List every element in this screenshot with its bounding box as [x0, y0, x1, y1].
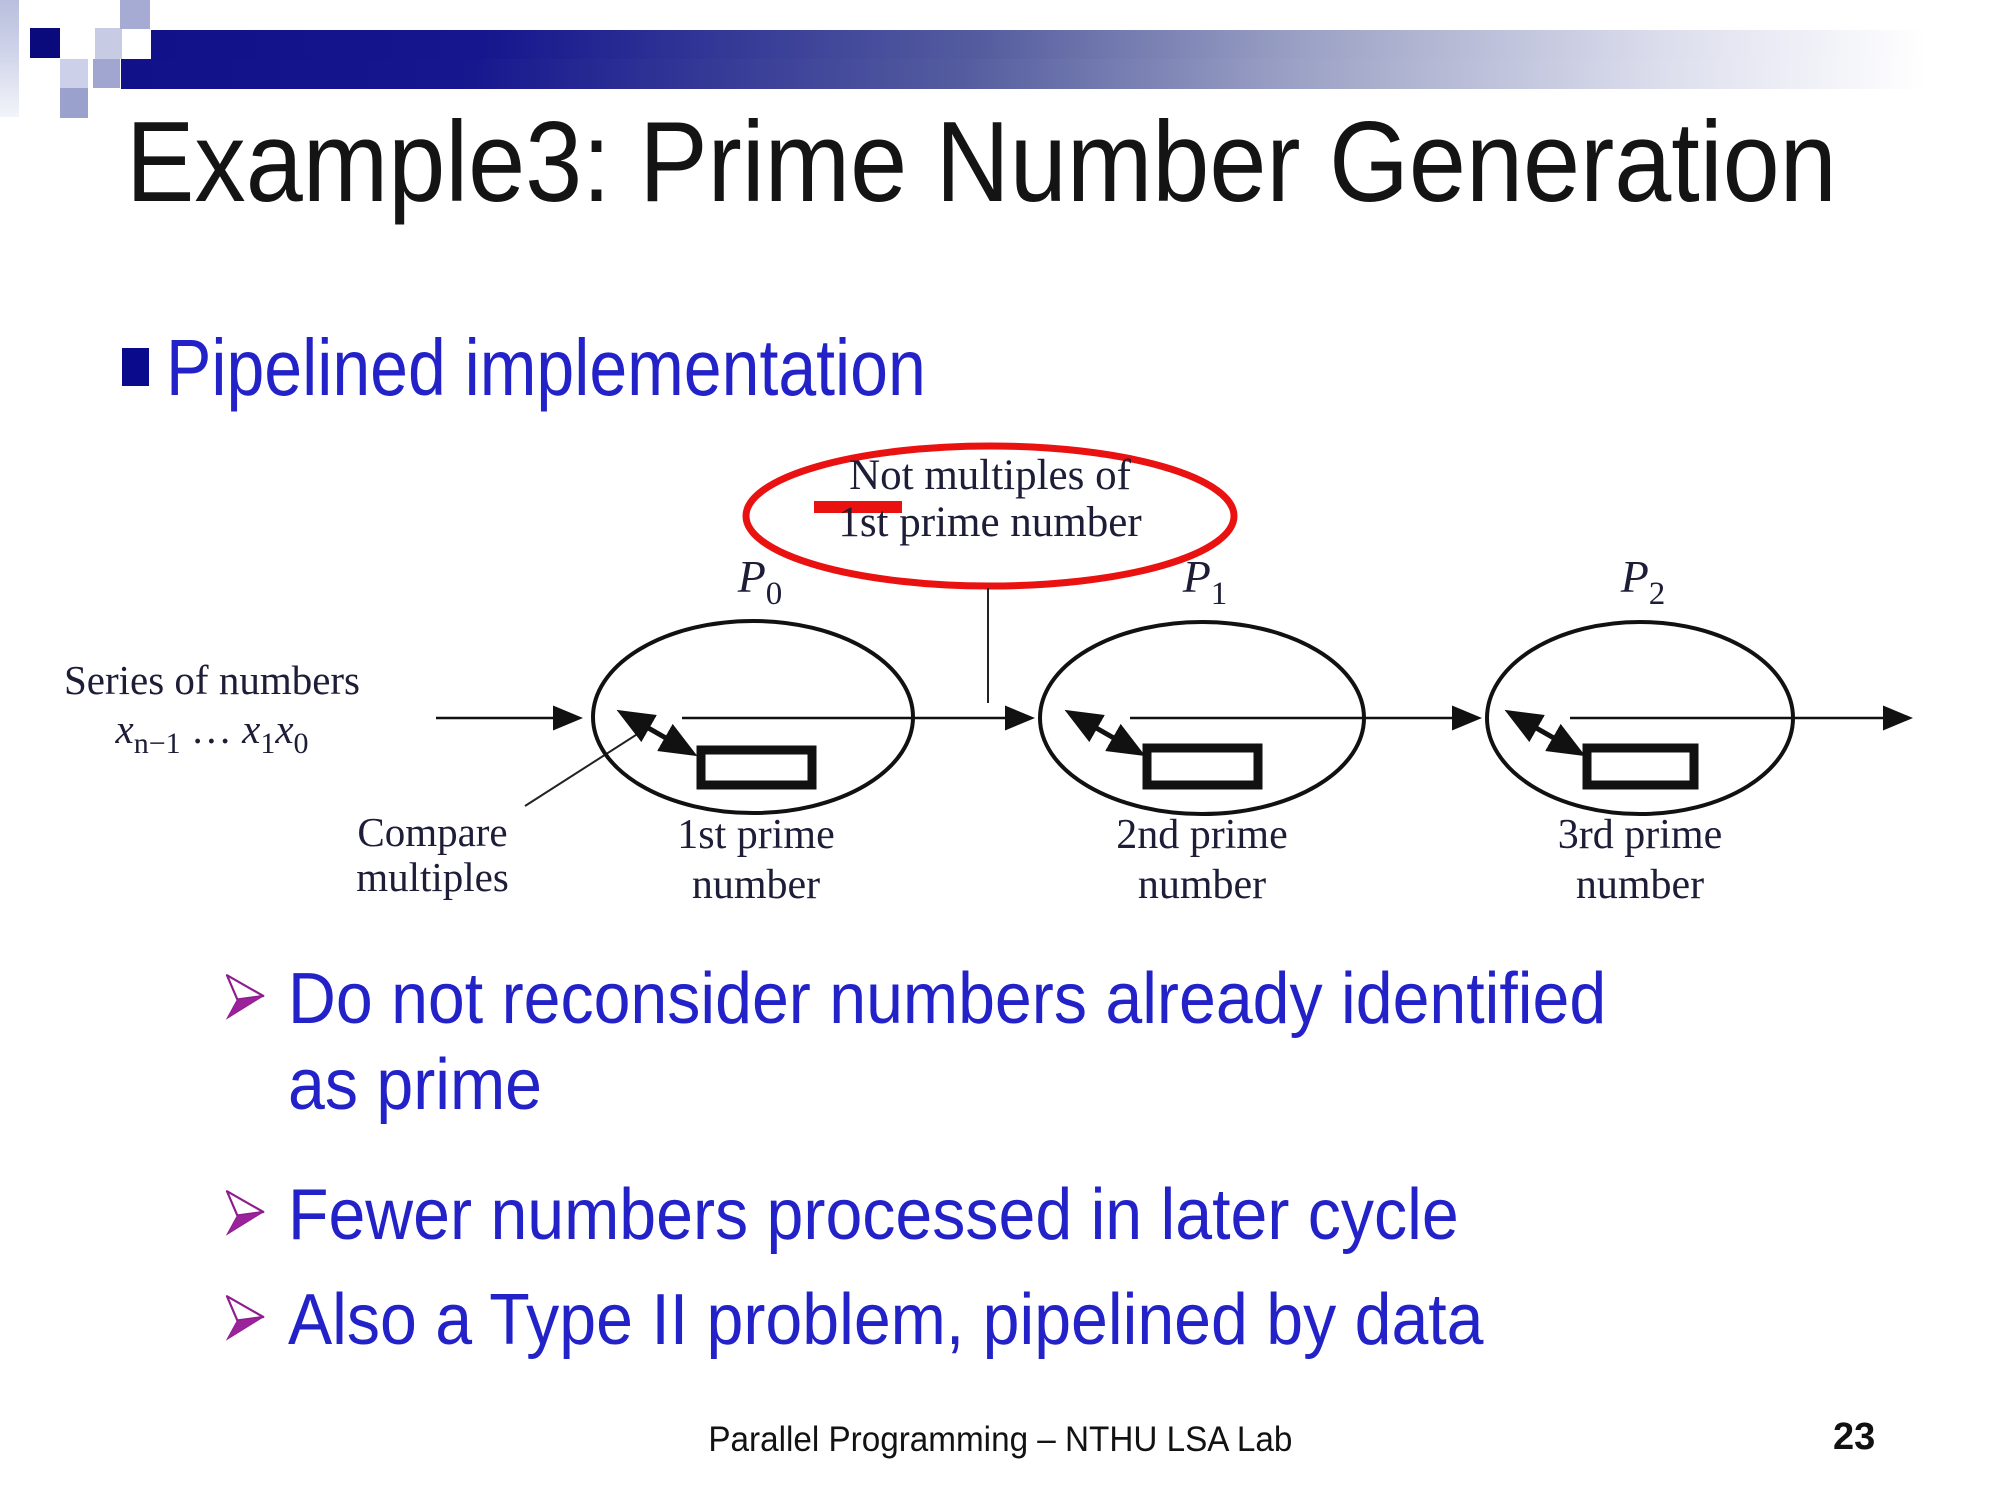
annotation-red-underline — [814, 501, 902, 513]
decor-square — [93, 59, 120, 88]
slide-title-text: Example3: Prime Number Generation — [126, 99, 1837, 226]
series-math: xn−1 … x1x0 — [115, 706, 309, 760]
square-bullet-icon — [122, 348, 149, 386]
stage-ellipse-p0 — [591, 619, 915, 815]
pipeline-diagram — [436, 442, 1913, 816]
stage-label-p0: P0 — [737, 551, 783, 612]
decor-square — [60, 59, 88, 88]
stage-ellipse-p2 — [1485, 620, 1795, 816]
sub-bullet-1: Do not reconsider numbers already identi… — [288, 959, 1607, 1125]
bullet-pipelined: Pipelined implementation — [166, 323, 926, 412]
annotation-red-ellipse — [742, 442, 1238, 590]
series-of-numbers-label: Series of numbers xn−1 … x1x0 — [36, 656, 388, 760]
decor-square — [30, 28, 60, 58]
arrow-bullet-icon — [225, 1295, 265, 1341]
compare-double-arrow-p2 — [1504, 709, 1586, 757]
stage-label-p2: P2 — [1620, 551, 1666, 612]
arrow-bullet-icon — [225, 974, 265, 1020]
compare-double-arrow-p1 — [1064, 709, 1146, 757]
decor-left-strip — [0, 0, 19, 117]
annotation-label: Not multiples of 1st prime number — [838, 452, 1142, 546]
stage-label-p1: P1 — [1182, 551, 1228, 612]
sub-bullet-2: Fewer numbers processed in later cycle — [288, 1175, 1459, 1255]
compare-double-arrow-p0 — [616, 709, 698, 757]
arrow-bullet-icon — [225, 1190, 265, 1236]
prime-register-p1 — [1142, 743, 1263, 790]
decor-square — [95, 28, 122, 59]
stage-ellipse-p1 — [1038, 620, 1366, 816]
compare-pointer-line — [524, 725, 651, 807]
decor-gradient-bar-top — [151, 30, 2000, 59]
decor-gradient-bar-bottom — [121, 59, 2000, 89]
prime-register-p0 — [696, 745, 817, 790]
footer: Parallel Programming – NTHU LSA Lab — [0, 1420, 2000, 1460]
decor-square — [120, 0, 150, 29]
page-number: 23 — [1833, 1416, 1876, 1458]
prime-register-p2 — [1582, 743, 1699, 790]
decor-square — [60, 88, 88, 118]
slide-title: Example3: Prime Number Generation — [126, 99, 2000, 226]
footer-text: Parallel Programming – NTHU LSA Lab — [708, 1420, 1292, 1459]
compare-multiples-label: Compare multiples — [356, 809, 509, 900]
sub-bullet-3: Also a Type II problem, pipelined by dat… — [288, 1280, 1484, 1360]
